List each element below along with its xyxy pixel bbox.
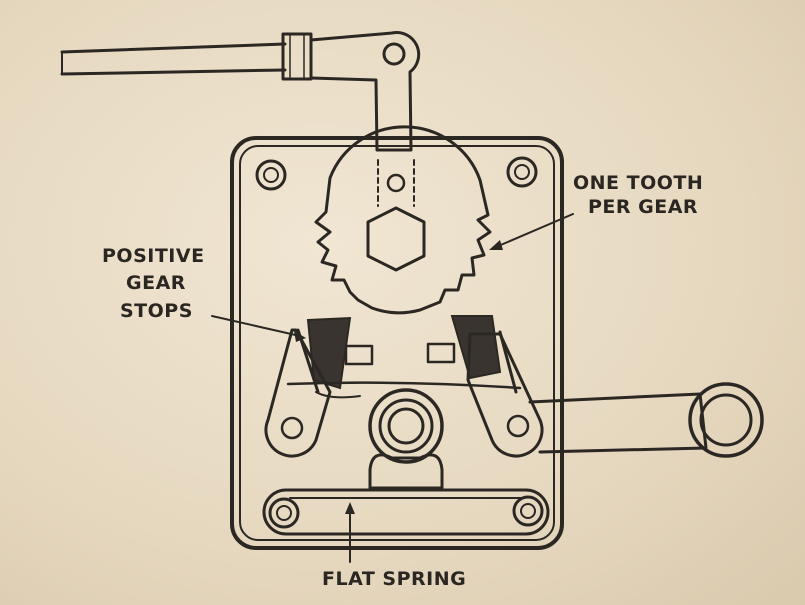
central-pivot [368, 388, 444, 464]
gear-hub-nut [366, 206, 426, 272]
label-flat-spring: FLAT SPRING [322, 568, 466, 590]
gear-stop-right [450, 315, 518, 394]
slot-left [344, 344, 374, 366]
gear-pin [386, 173, 406, 193]
label-gear-stops-line3: STOPS [120, 300, 193, 322]
label-gear-stops-line1: POSITIVE [102, 245, 205, 267]
rod-clamp [281, 32, 313, 81]
mounting-bolts [255, 156, 544, 529]
bolt-top-right [506, 156, 538, 188]
bolt-bottom-left [268, 497, 300, 529]
crank-arm [309, 31, 421, 152]
base-plate [230, 136, 564, 550]
pawl-arm-left [264, 328, 332, 458]
spring-saddle [368, 453, 444, 490]
flat-spring-strip [262, 488, 550, 536]
pawl-arm-right [466, 332, 544, 458]
bolt-bottom-right [512, 495, 544, 527]
lever-eye [688, 382, 764, 458]
control-rod [60, 42, 287, 76]
crank-pivot [382, 42, 406, 66]
slot-right [426, 342, 456, 364]
label-gear-stops-line2: GEAR [126, 272, 186, 294]
label-one-tooth-line2: PER GEAR [588, 196, 698, 218]
bolt-top-left [255, 159, 287, 191]
output-lever [528, 382, 764, 458]
sector-gear [314, 125, 492, 315]
label-one-tooth-line1: ONE TOOTH [573, 172, 703, 194]
wire-spring [286, 381, 522, 390]
leader-lines [211, 213, 574, 563]
